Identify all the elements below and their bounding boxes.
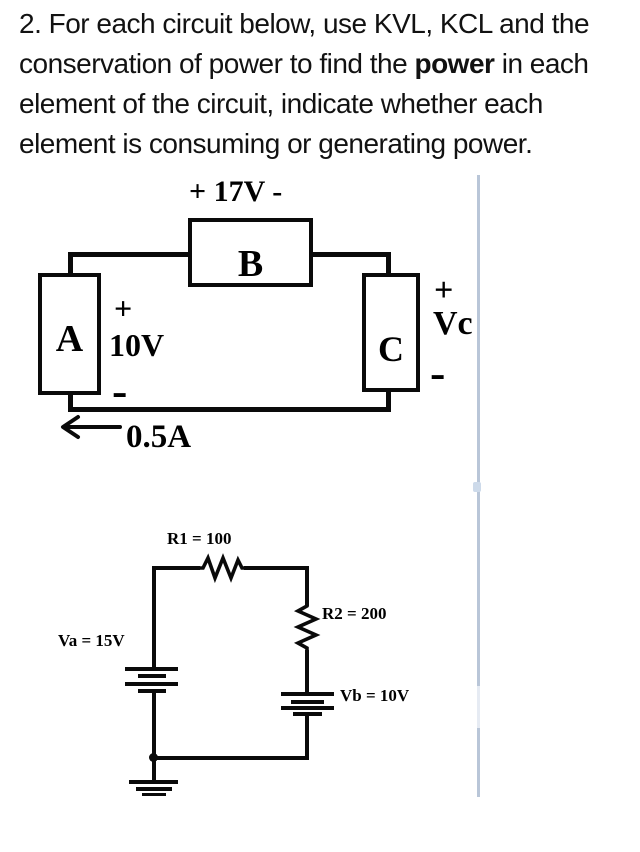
- problem-text-line-3: element of the circuit, indicate whether…: [19, 88, 543, 119]
- element-a-label: A: [55, 318, 84, 360]
- element-c-box: C: [362, 273, 420, 392]
- current-label: 0.5A: [126, 419, 192, 455]
- page-border-line: [477, 175, 480, 686]
- wire-segment: [68, 252, 73, 276]
- element-c-label: C: [378, 328, 404, 369]
- c-plus-sign: +: [434, 272, 454, 309]
- c-minus-sign: -: [430, 347, 446, 398]
- problem-text-line-1: 2. For each circuit below, use KVL, KCL …: [19, 8, 590, 39]
- problem-statement: 2. For each circuit below, use KVL, KCL …: [19, 4, 634, 164]
- ground-bar: [136, 787, 172, 791]
- a-minus-sign: -: [112, 365, 128, 416]
- battery-plate: [293, 712, 322, 716]
- wire-segment: [152, 756, 309, 760]
- battery-plate: [281, 692, 334, 696]
- wire-segment: [68, 252, 190, 257]
- page-border-line-faint: [477, 686, 480, 728]
- cursor-artifact: [473, 482, 481, 492]
- r2-label: R2 = 200: [322, 604, 387, 623]
- element-a-box: A: [38, 273, 101, 395]
- page-border-line: [477, 728, 480, 797]
- c-voltage-label: Vc: [433, 305, 473, 342]
- r1-label: R1 = 100: [167, 529, 232, 548]
- a-voltage-label: 10V: [109, 327, 165, 363]
- wire-segment: [68, 393, 73, 409]
- battery-plate: [125, 667, 178, 671]
- vb-label: Vb = 10V: [340, 686, 410, 705]
- b-voltage-label: + 17V -: [189, 175, 283, 208]
- battery-plate: [138, 674, 166, 678]
- wire-segment: [386, 252, 391, 276]
- junction-dot: [149, 753, 158, 762]
- wire-segment: [311, 252, 391, 257]
- problem-text-line-4: element is consuming or generating power…: [19, 128, 533, 159]
- wire-segment: [152, 691, 156, 758]
- element-b-box: B: [188, 218, 313, 287]
- resistor-r1-symbol: [198, 553, 246, 584]
- battery-plate: [125, 682, 178, 686]
- wire-segment: [152, 566, 156, 668]
- wire-segment: [68, 407, 391, 412]
- wire-segment: [152, 566, 200, 570]
- ground-bar: [142, 793, 166, 796]
- va-label: Va = 15V: [58, 631, 125, 650]
- wire-segment: [305, 566, 309, 606]
- battery-plate: [281, 706, 334, 710]
- battery-plate: [291, 700, 324, 704]
- ground-bar: [129, 780, 178, 784]
- wire-segment: [244, 566, 309, 570]
- wire-segment: [305, 650, 309, 694]
- wire-segment: [305, 716, 309, 760]
- resistor-r2-symbol: [293, 602, 321, 652]
- current-arrow-icon: [61, 415, 122, 439]
- wire-segment: [386, 390, 391, 409]
- wire-segment: [152, 758, 156, 780]
- element-b-label: B: [237, 242, 264, 285]
- problem-text-line-2: conservation of power to find the power …: [19, 48, 589, 79]
- a-plus-sign: +: [114, 290, 133, 326]
